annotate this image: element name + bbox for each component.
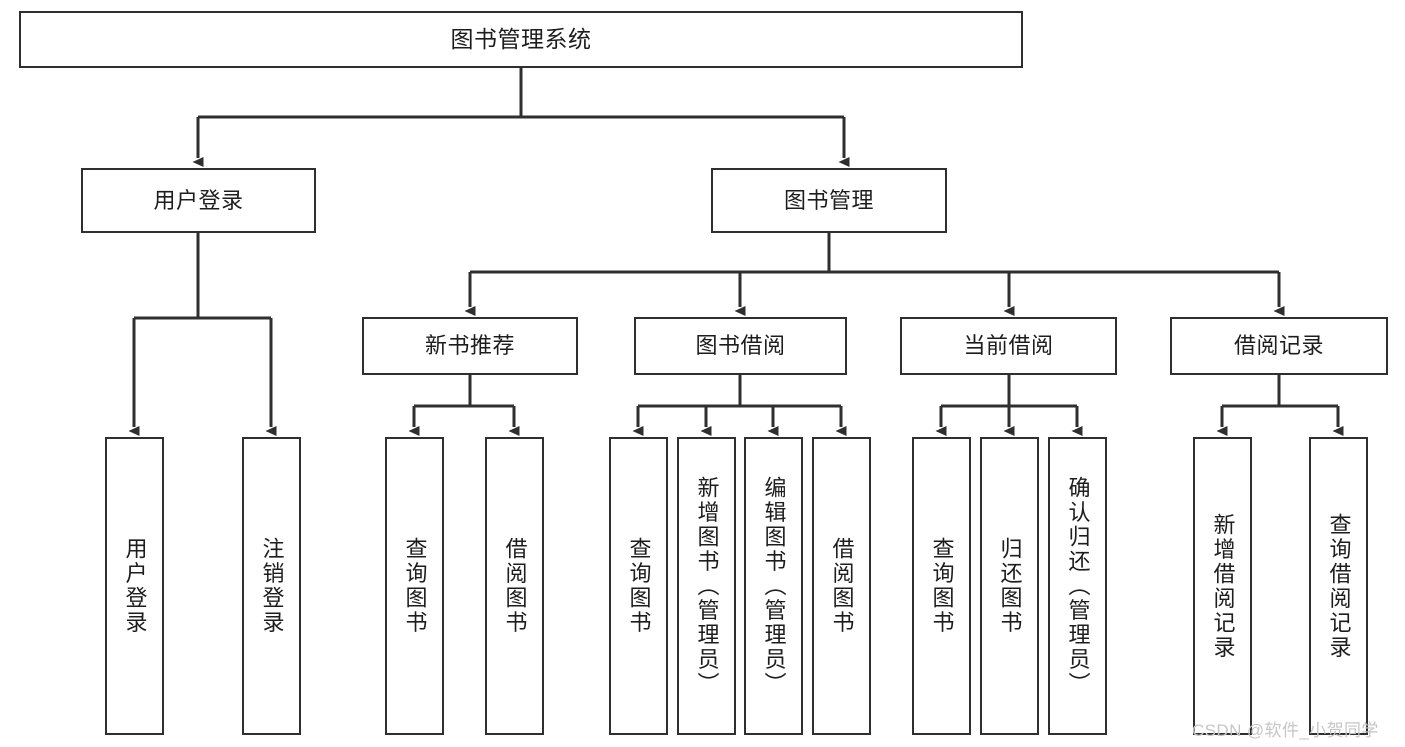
node-leaf-query-borrow-record[interactable]: 查询借阅记录 bbox=[1309, 437, 1368, 735]
node-leaf-logout-login[interactable]: 注销登录 bbox=[242, 437, 301, 735]
node-leaf-add-book-admin[interactable]: 新增图书（管理员） bbox=[677, 437, 736, 735]
node-label: 图书管理系统 bbox=[450, 26, 592, 53]
node-leaf-query-book-borrow[interactable]: 查询图书 bbox=[609, 437, 668, 735]
node-leaf-query-book-recommend[interactable]: 查询图书 bbox=[385, 437, 444, 735]
node-label: 借阅记录 bbox=[1233, 333, 1324, 359]
node-label: 借阅图书 bbox=[829, 537, 855, 635]
node-root-book-management-system[interactable]: 图书管理系统 bbox=[19, 11, 1023, 68]
node-label: 查询图书 bbox=[929, 537, 955, 635]
node-leaf-borrow-book-borrow[interactable]: 借阅图书 bbox=[812, 437, 871, 735]
node-label: 查询图书 bbox=[402, 537, 428, 635]
node-label: 新书推荐 bbox=[424, 333, 515, 359]
node-label: 借阅图书 bbox=[502, 537, 528, 635]
node-leaf-edit-book-admin[interactable]: 编辑图书（管理员） bbox=[744, 437, 803, 735]
node-label: 图书借阅 bbox=[695, 333, 786, 359]
node-leaf-borrow-book-recommend[interactable]: 借阅图书 bbox=[485, 437, 544, 735]
node-leaf-query-book-current[interactable]: 查询图书 bbox=[912, 437, 971, 735]
node-user-login[interactable]: 用户登录 bbox=[81, 168, 316, 233]
node-label: 查询借阅记录 bbox=[1326, 512, 1352, 660]
node-leaf-confirm-return-admin[interactable]: 确认归还（管理员） bbox=[1048, 437, 1107, 735]
watermark-csdn: CSDN @软件_小贺同学 bbox=[1192, 721, 1379, 740]
node-book-management[interactable]: 图书管理 bbox=[711, 168, 947, 233]
node-label: 图书管理 bbox=[783, 187, 874, 213]
node-label: 归还图书 bbox=[997, 537, 1023, 635]
node-leaf-return-book[interactable]: 归还图书 bbox=[980, 437, 1039, 735]
node-label: 编辑图书（管理员） bbox=[761, 475, 787, 697]
node-new-book-recommend[interactable]: 新书推荐 bbox=[362, 317, 578, 375]
node-leaf-user-login[interactable]: 用户登录 bbox=[105, 437, 164, 735]
node-leaf-add-borrow-record[interactable]: 新增借阅记录 bbox=[1193, 437, 1252, 735]
node-label: 查询图书 bbox=[626, 537, 652, 635]
node-label: 新增图书（管理员） bbox=[694, 475, 720, 697]
node-borrow-record[interactable]: 借阅记录 bbox=[1170, 317, 1388, 375]
node-label: 新增借阅记录 bbox=[1210, 512, 1236, 660]
node-label: 当前借阅 bbox=[963, 333, 1054, 359]
node-label: 确认归还（管理员） bbox=[1065, 475, 1091, 697]
node-label: 用户登录 bbox=[153, 187, 244, 213]
node-label: 注销登录 bbox=[259, 537, 285, 635]
node-book-borrow[interactable]: 图书借阅 bbox=[634, 317, 847, 375]
node-current-borrow[interactable]: 当前借阅 bbox=[900, 317, 1117, 375]
node-label: 用户登录 bbox=[122, 537, 148, 635]
